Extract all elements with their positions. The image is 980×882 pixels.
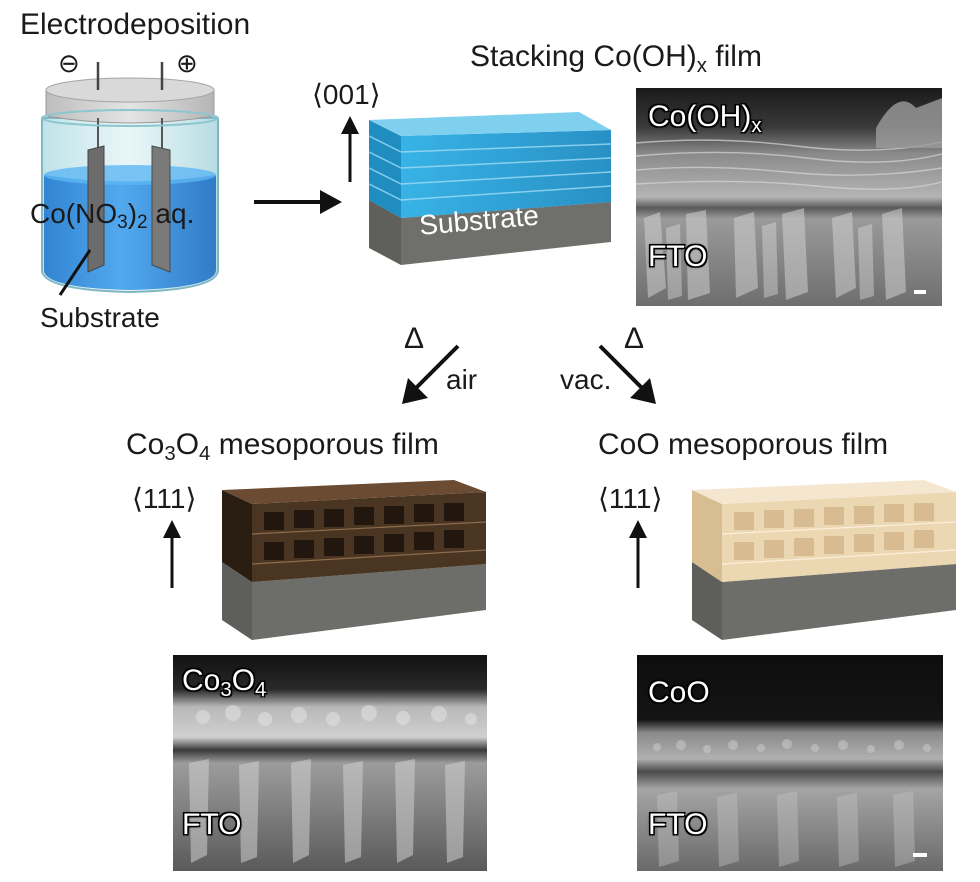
heat-delta-right: Δ [624, 322, 645, 355]
coo-film-title: CoO mesoporous film [598, 428, 889, 461]
coo-direction-label: ⟨111⟩ [598, 483, 663, 514]
coo-direction-arrow [629, 520, 647, 588]
stacking-film-title: Stacking Co(OH)x film [470, 40, 762, 77]
atmosphere-air-label: air [446, 364, 478, 395]
plus-electrode-icon: ⊕ [176, 48, 198, 78]
co3o4-film-block [222, 480, 487, 640]
co3o4-direction-arrow [163, 520, 181, 588]
sem-image-coohx [636, 88, 942, 306]
sem-image-coo [637, 655, 943, 871]
sem-coo-fto-label: FTO [648, 808, 708, 841]
electrodeposition-title: Electrodeposition [20, 8, 251, 41]
atmosphere-vac-label: vac. [560, 364, 612, 395]
sem-coohx-film-label: Co(OH)x [648, 100, 762, 137]
sem-co3o4-fto-label: FTO [182, 808, 242, 841]
sem-co3o4-film-label: Co3O4 [182, 664, 267, 701]
sem-top-fto-label: FTO [648, 240, 708, 273]
direction-arrow-001 [341, 116, 359, 182]
minus-electrode-icon: ⊖ [58, 48, 80, 78]
direction-001-label: ⟨001⟩ [312, 79, 381, 110]
sem-coo-film-label: CoO [648, 676, 710, 709]
process-arrow-right [254, 190, 342, 214]
coo-film-block [692, 480, 957, 640]
co3o4-film-title: Co3O4 mesoporous film [126, 428, 439, 465]
beaker-substrate-label: Substrate [40, 302, 160, 333]
coohx-film-block [368, 112, 612, 265]
co3o4-direction-label: ⟨111⟩ [132, 483, 197, 514]
arrow-to-coo [598, 344, 656, 404]
heat-delta-left: Δ [404, 322, 425, 355]
arrow-to-co3o4 [402, 344, 460, 404]
electrolyte-label: Co(NO3)2 aq. [30, 198, 195, 234]
sem-image-co3o4 [173, 655, 487, 871]
beaker-illustration [41, 62, 219, 296]
